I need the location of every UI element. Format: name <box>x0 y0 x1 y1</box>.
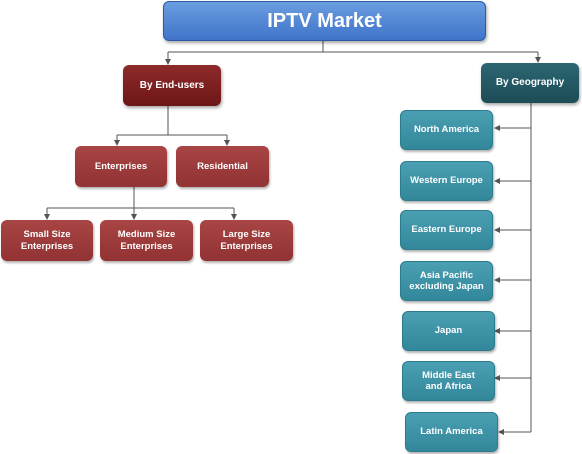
region-label-asia-pacific: Asia Pacific excluding Japan <box>409 269 484 292</box>
region-label-middle-east: Middle East and Africa <box>422 369 481 392</box>
end-users-label: By End-users <box>139 79 205 91</box>
geography-node: By Geography <box>481 63 579 103</box>
end-users-node: By End-users <box>123 65 221 106</box>
region-node: Japan <box>402 311 495 351</box>
medium-enterprises-label: Medium Size Enterprises <box>117 229 176 252</box>
geography-label: By Geography <box>495 77 565 88</box>
region-node: Latin America <box>405 412 498 452</box>
medium-enterprises-node: Medium Size Enterprises <box>100 220 193 261</box>
large-enterprises-node: Large Size Enterprises <box>200 220 293 261</box>
region-node: Eastern Europe <box>400 210 493 250</box>
region-node: Asia Pacific excluding Japan <box>400 261 493 301</box>
region-label-western-europe: Western Europe <box>410 175 483 187</box>
large-enterprises-label: Large Size Enterprises <box>220 229 273 252</box>
root-label: IPTV Market <box>267 10 382 32</box>
region-node: Western Europe <box>400 161 493 201</box>
enterprises-node: Enterprises <box>75 146 167 187</box>
region-label-eastern-europe: Eastern Europe <box>411 224 482 236</box>
region-label-japan: Japan <box>434 325 463 337</box>
root-node: IPTV Market <box>163 1 486 41</box>
region-label-latin-america: Latin America <box>420 426 483 438</box>
small-enterprises-node: Small Size Enterprises <box>1 220 93 261</box>
region-label-north-america: North America <box>413 124 480 136</box>
region-node: North America <box>400 110 493 150</box>
region-node: Middle East and Africa <box>402 361 495 401</box>
residential-label: Residential <box>197 160 248 172</box>
enterprises-label: Enterprises <box>94 160 148 172</box>
residential-node: Residential <box>176 146 269 187</box>
small-enterprises-label: Small Size Enterprises <box>20 229 74 252</box>
